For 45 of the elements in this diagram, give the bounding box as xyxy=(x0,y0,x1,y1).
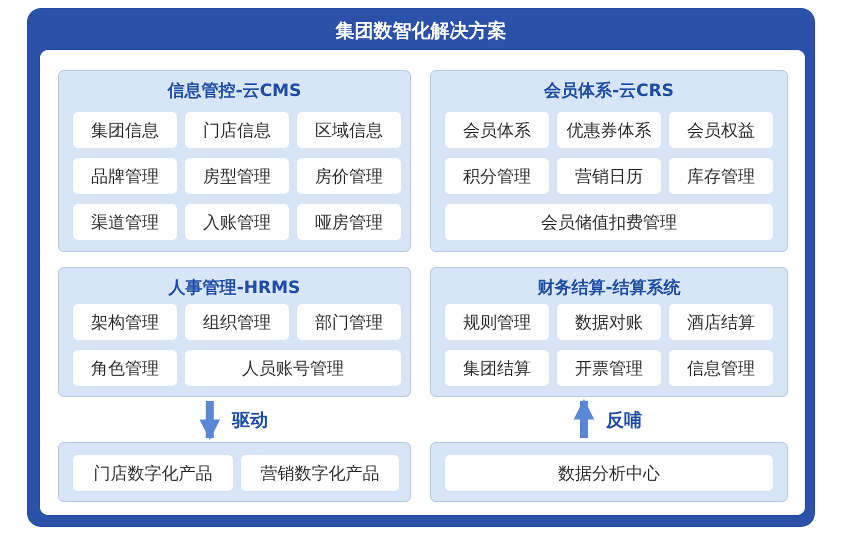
module-tag: 房价管理 xyxy=(297,158,401,194)
panel-title: 人事管理-HRMS xyxy=(167,277,302,299)
module-panel xyxy=(58,70,411,252)
module-tag: 营销数字化产品 xyxy=(241,455,399,491)
module-tag: 集团结算 xyxy=(445,350,549,386)
module-tag: 酒店结算 xyxy=(669,304,773,340)
module-tag: 门店信息 xyxy=(185,112,289,148)
module-tag: 会员储值扣费管理 xyxy=(445,204,773,240)
module-tag: 库存管理 xyxy=(669,158,773,194)
module-tag: 开票管理 xyxy=(557,350,661,386)
edge-label: 反哺 xyxy=(604,408,644,432)
module-tag: 区域信息 xyxy=(297,112,401,148)
panel-title: 信息管控-云CMS xyxy=(166,80,302,102)
module-panel xyxy=(58,442,411,502)
module-tag: 角色管理 xyxy=(73,350,177,386)
module-tag: 数据分析中心 xyxy=(445,455,773,491)
module-panel xyxy=(58,267,411,397)
module-tag: 人员账号管理 xyxy=(185,350,401,386)
arrow xyxy=(574,398,594,438)
frame-title: 集团数智化解决方案 xyxy=(334,19,508,44)
module-tag: 信息管理 xyxy=(669,350,773,386)
module-tag: 集团信息 xyxy=(73,112,177,148)
module-tag: 组织管理 xyxy=(185,304,289,340)
module-tag: 入账管理 xyxy=(185,204,289,240)
solution-frame xyxy=(27,8,815,527)
arrow xyxy=(199,401,220,440)
module-tag: 数据对账 xyxy=(557,304,661,340)
module-panel xyxy=(430,267,788,397)
module-tag: 品牌管理 xyxy=(73,158,177,194)
module-panel xyxy=(430,442,788,502)
module-tag: 规则管理 xyxy=(445,304,549,340)
panel-title: 财务结算-结算系统 xyxy=(536,277,682,299)
module-tag: 部门管理 xyxy=(297,304,401,340)
module-tag: 哑房管理 xyxy=(297,204,401,240)
module-tag: 会员体系 xyxy=(445,112,549,148)
module-tag: 门店数字化产品 xyxy=(73,455,233,491)
module-tag: 架构管理 xyxy=(73,304,177,340)
module-tag: 积分管理 xyxy=(445,158,549,194)
module-tag: 优惠券体系 xyxy=(557,112,661,148)
module-tag: 房型管理 xyxy=(185,158,289,194)
module-tag: 营销日历 xyxy=(557,158,661,194)
module-tag: 渠道管理 xyxy=(73,204,177,240)
module-tag: 会员权益 xyxy=(669,112,773,148)
module-panel xyxy=(430,70,788,252)
panel-title: 会员体系-云CRS xyxy=(542,80,675,102)
